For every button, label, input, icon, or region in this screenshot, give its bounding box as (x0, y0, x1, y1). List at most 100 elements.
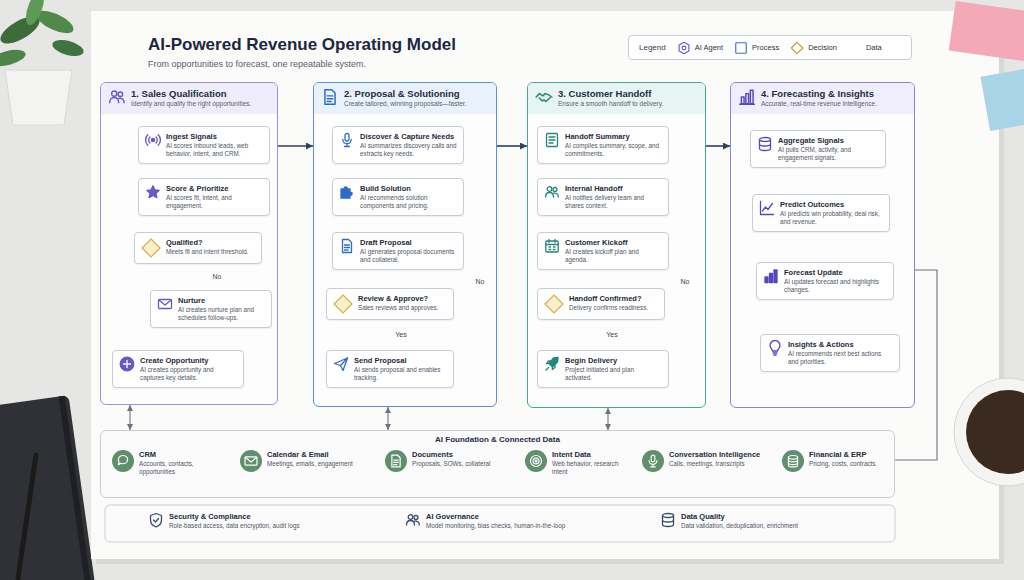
edge-label: Yes (604, 331, 619, 339)
process-box: Forecast UpdateAI updates forecast and h… (756, 262, 894, 300)
legend-entry: Decision (790, 41, 837, 55)
node-title: AI Governance (426, 512, 635, 521)
edge-label: No (474, 278, 487, 286)
node-title: Financial & ERP (809, 450, 890, 459)
node-description: Identify and qualify the right opportuni… (131, 100, 271, 108)
governance-item: AI GovernanceModel monitoring, bias chec… (405, 512, 635, 530)
column-header: 4. Forecasting & InsightsAccurate, real-… (731, 83, 914, 114)
plant (0, 0, 85, 125)
icon (119, 356, 135, 372)
node-title: Calendar & Email (267, 450, 375, 459)
node-description: Web behavior, research intent (552, 460, 635, 476)
node-title: Security & Compliance (169, 512, 378, 521)
icon (535, 88, 553, 106)
process-box: Handoff SummaryAI compiles summary, scop… (537, 126, 669, 164)
governance-item: Data QualityData validation, deduplicati… (660, 512, 880, 530)
node-description: Ensure a smooth handoff to delivery. (558, 100, 699, 108)
node-title: 3. Customer Handoff (558, 88, 699, 99)
node-title: Begin Delivery (565, 356, 662, 365)
node-title: Qualified? (166, 238, 255, 247)
data-source: CRMAccounts, contacts, opportunities (112, 450, 222, 476)
decision-diamond (544, 294, 564, 314)
page-title: AI-Powered Revenue Operating Model (148, 35, 456, 55)
icon (660, 512, 676, 528)
node-description: AI predicts win probability, deal risk, … (780, 210, 883, 226)
swimlane-column: 4. Forecasting & InsightsAccurate, real-… (730, 82, 915, 408)
node-description: AI summarizes discovery calls and extrac… (360, 142, 457, 158)
icon (240, 450, 262, 472)
legend-title: Legend (639, 43, 666, 52)
node-description: Project initiated and plan activated. (565, 366, 662, 382)
icon (405, 512, 421, 528)
icon (339, 238, 355, 254)
icon (321, 88, 339, 106)
legend-label: Decision (808, 43, 837, 52)
process-box: Create OpportunityAI creates opportunity… (112, 350, 244, 388)
data-source: DocumentsProposals, SOWs, collateral (385, 450, 513, 472)
swimlane-column: 2. Proposal & SolutioningCreate tailored… (313, 82, 497, 407)
data-source: Conversation IntelligenceCalls, meetings… (642, 450, 780, 472)
connector (706, 145, 730, 147)
icon (333, 356, 349, 372)
node-description: AI notifies delivery team and shares con… (565, 194, 662, 210)
process-box: NurtureAI creates nurture plan and sched… (150, 290, 272, 328)
node-title: 2. Proposal & Solutioning (344, 88, 490, 99)
icon (148, 512, 164, 528)
legend-entry: Data (848, 41, 882, 55)
data-source: Calendar & EmailMeetings, emails, engage… (240, 450, 375, 472)
process-box: Discover & Capture NeedsAI summarizes di… (332, 126, 464, 164)
node-description: Create tailored, winning proposals—faste… (344, 100, 490, 108)
node-title: Score & Prioritize (166, 184, 263, 193)
node-description: Meetings, emails, engagement (267, 460, 375, 468)
node-title: Intent Data (552, 450, 635, 459)
icon (767, 340, 783, 356)
node-description: AI scores fit, intent, and engagement. (166, 194, 263, 210)
node-description: Meets fit and intent threshold. (166, 248, 255, 256)
node-description: Accounts, contacts, opportunities (139, 460, 222, 476)
process-box: Draft ProposalAI generates proposal docu… (332, 232, 464, 270)
icon (385, 450, 407, 472)
data-source: Financial & ERPPricing, costs, contracts… (782, 450, 890, 472)
node-description: AI creates nurture plan and schedules fo… (178, 306, 265, 322)
process-box: Customer KickoffAI creates kickoff plan … (537, 232, 669, 270)
connector (129, 405, 130, 430)
decision-box: Handoff Confirmed?Delivery confirms read… (537, 288, 665, 320)
node-description: Role-based access, data encryption, audi… (169, 522, 378, 530)
node-title: 1. Sales Qualification (131, 88, 271, 99)
column-header: 2. Proposal & SolutioningCreate tailored… (314, 83, 496, 114)
node-title: Ingest Signals (166, 132, 263, 141)
legend-swatch (848, 41, 862, 55)
icon (108, 88, 126, 106)
node-title: Customer Kickoff (565, 238, 662, 247)
node-title: CRM (139, 450, 222, 459)
node-title: Send Proposal (354, 356, 447, 365)
node-title: Aggregate Signals (778, 136, 879, 145)
node-title: Nurture (178, 296, 265, 305)
legend-entry: Process (734, 41, 779, 55)
subtitle: From opportunities to forecast, one repe… (148, 59, 366, 69)
connector (278, 145, 313, 147)
node-description: AI compiles summary, scope, and commitme… (565, 142, 662, 158)
process-box: Internal HandoffAI notifies delivery tea… (537, 178, 669, 216)
governance-item: Security & ComplianceRole-based access, … (148, 512, 378, 530)
icon (782, 450, 804, 472)
legend-label: AI Agent (695, 43, 723, 52)
connector (387, 407, 388, 430)
node-title: Conversation Intelligence (669, 450, 780, 459)
node-title: Data Quality (681, 512, 880, 521)
node-title: Draft Proposal (360, 238, 457, 247)
edge-label: No (211, 273, 224, 281)
process-box: Score & PrioritizeAI scores fit, intent,… (138, 178, 270, 216)
process-box: Build SolutionAI recommends solution com… (332, 178, 464, 216)
node-description: AI creates kickoff plan and agenda. (565, 248, 662, 264)
process-box: Ingest SignalsAI scores inbound leads, w… (138, 126, 270, 164)
icon (145, 132, 161, 148)
icon (544, 184, 560, 200)
node-description: Pricing, costs, contracts. (809, 460, 890, 468)
legend: Legend AI Agent Process Decision Data (628, 35, 912, 60)
swimlane-column: 1. Sales QualificationIdentify and quali… (100, 82, 278, 405)
node-description: AI recommends solution components and pr… (360, 194, 457, 210)
edge-label: Yes (393, 331, 408, 339)
node-title: Handoff Confirmed? (569, 294, 658, 303)
icon (157, 296, 173, 312)
